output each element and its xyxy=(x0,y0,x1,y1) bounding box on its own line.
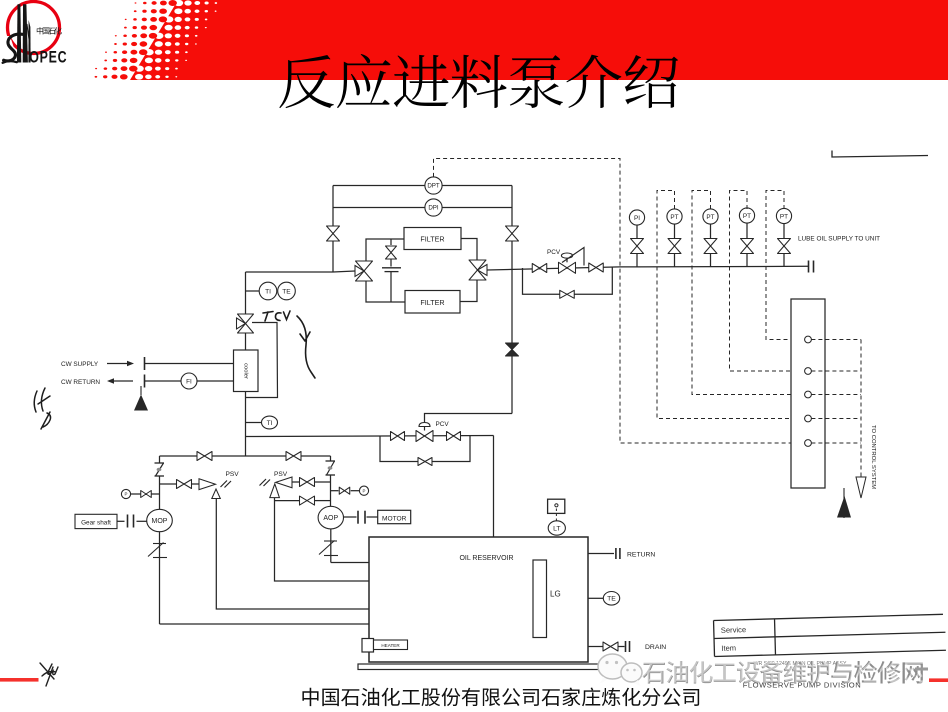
svg-text:cooler: cooler xyxy=(243,363,249,379)
svg-text:RETURN: RETURN xyxy=(627,552,655,559)
svg-text:OPEC: OPEC xyxy=(29,49,67,67)
svg-text:FI: FI xyxy=(186,378,192,385)
svg-text:TI: TI xyxy=(267,420,273,427)
svg-text:OIL RESERVOIR: OIL RESERVOIR xyxy=(459,555,513,562)
svg-text:Service: Service xyxy=(721,625,747,635)
svg-text:CW SUPPLY: CW SUPPLY xyxy=(61,361,99,368)
svg-text:PSV: PSV xyxy=(274,471,288,478)
svg-text:PT: PT xyxy=(780,213,788,220)
svg-text:LG: LG xyxy=(550,590,561,599)
svg-text:PT: PT xyxy=(706,214,714,221)
svg-text:PCV: PCV xyxy=(436,421,450,428)
svg-text:Item: Item xyxy=(721,643,736,652)
svg-text:FLOWSERVE PUMP DIVISION: FLOWSERVE PUMP DIVISION xyxy=(743,681,861,690)
svg-text:PCV: PCV xyxy=(547,249,561,256)
svg-text:PT: PT xyxy=(670,214,678,221)
svg-text:LUBE OIL SUPPLY TO UNIT: LUBE OIL SUPPLY TO UNIT xyxy=(798,236,880,243)
svg-text:AOP: AOP xyxy=(323,515,338,522)
svg-text:LT: LT xyxy=(553,525,560,532)
svg-text:TI: TI xyxy=(265,288,271,295)
svg-text:PI: PI xyxy=(634,215,640,222)
svg-text:MOTOR: MOTOR xyxy=(382,515,407,522)
svg-text:PSV: PSV xyxy=(226,471,240,478)
svg-text:DPI: DPI xyxy=(428,205,439,212)
svg-text:P: P xyxy=(125,492,128,497)
svg-text:CW RETURN: CW RETURN xyxy=(61,379,100,386)
svg-text:FILTER: FILTER xyxy=(420,235,444,244)
svg-text:FILTER: FILTER xyxy=(420,298,444,307)
svg-text:TO CONTROL SYSTEM: TO CONTROL SYSTEM xyxy=(870,425,876,489)
svg-text:TE: TE xyxy=(282,288,291,295)
svg-text:DRAIN: DRAIN xyxy=(645,644,666,651)
svg-text:Gear shaft: Gear shaft xyxy=(81,519,111,526)
svg-text:TE: TE xyxy=(607,596,616,603)
svg-text:PT: PT xyxy=(743,213,751,220)
svg-text:DPT: DPT xyxy=(427,183,440,190)
svg-text:P: P xyxy=(363,488,366,493)
svg-text:MOP: MOP xyxy=(152,518,168,525)
svg-text:HEATER: HEATER xyxy=(381,643,400,648)
